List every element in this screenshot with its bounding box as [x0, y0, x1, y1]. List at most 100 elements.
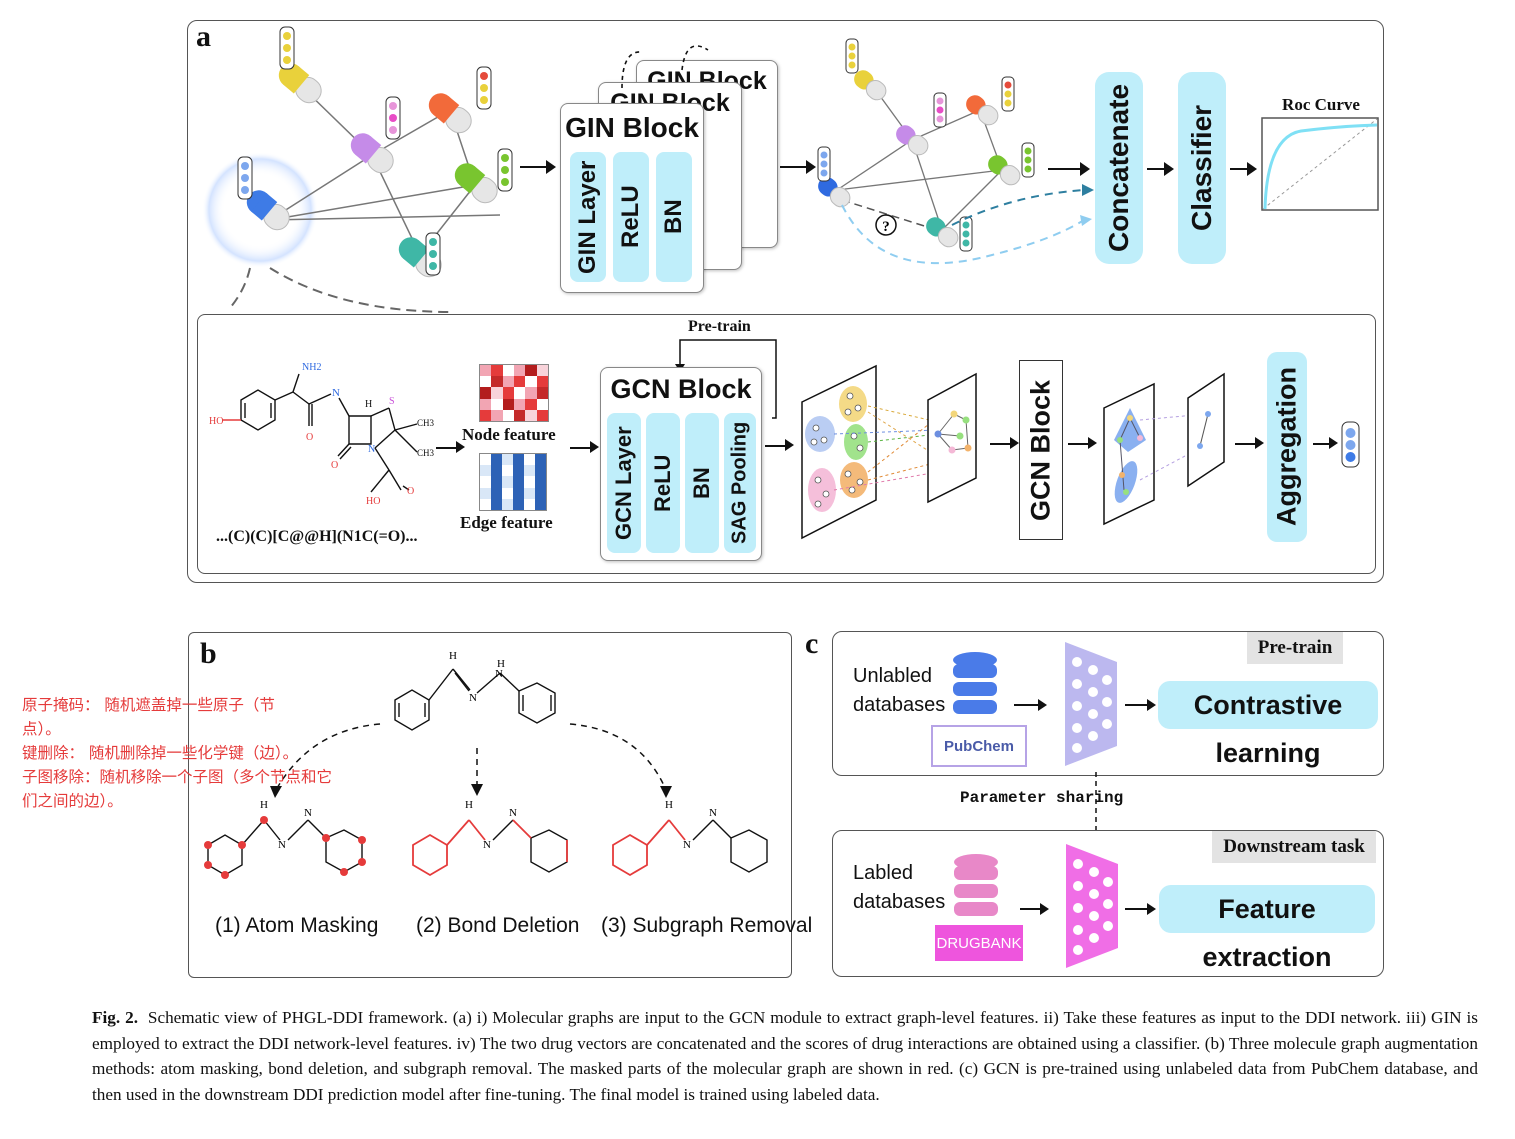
arrow-to-output — [1313, 443, 1331, 445]
gcn-block-title: GCN Block — [610, 374, 752, 404]
bond-deletion-molecule: H N N — [412, 799, 568, 877]
panel-b — [188, 632, 792, 978]
caption-text: Schematic view of PHGL-DDI framework. (a… — [92, 1008, 1478, 1104]
atom-n: N — [278, 839, 286, 851]
atom-masking-molecule: H N N — [204, 799, 366, 879]
gcn-bn-box: BN — [685, 413, 719, 553]
gin-relu-box: ReLU — [613, 152, 649, 282]
atom-h: H — [465, 799, 473, 811]
atom-n: N — [469, 692, 477, 704]
atom-n: N — [483, 839, 491, 851]
gcn-block: GCN Block GCN Layer ReLU BN SAG Pooling — [600, 367, 762, 561]
pooled-graph-illustration — [1103, 372, 1225, 526]
arrow-head — [590, 441, 599, 453]
pubchem-logo: PubChem — [931, 725, 1027, 767]
atom-h2: H — [497, 658, 505, 670]
atom-n2: N — [709, 807, 717, 819]
unlabeled-db-label: Unlabled databases — [853, 665, 946, 716]
ddi-network-graph — [202, 26, 513, 278]
database-icon-pink — [954, 854, 998, 916]
gin-layer-box: GIN Layer — [570, 152, 606, 282]
feature-vector-yellow — [279, 26, 295, 70]
pretrain-loop-label: Pre-train — [688, 318, 751, 335]
atom-ch3-b: CH3 — [417, 448, 435, 458]
feature-extraction-box: Feature extraction — [1159, 885, 1375, 972]
pretrain-tag: Pre-train — [1247, 632, 1343, 664]
atom-h: H — [260, 799, 268, 811]
sag-pooling-box: SAG Pooling — [724, 413, 756, 553]
arrow-head — [1147, 699, 1156, 711]
arrow-head — [1255, 437, 1264, 449]
arrow-to-gcn2 — [990, 443, 1012, 445]
arrow-to-gin — [520, 166, 550, 168]
feature-vector-orange — [476, 66, 492, 110]
atom-nh2: NH2 — [302, 362, 321, 373]
capsule-blue — [246, 190, 290, 231]
arrow-head — [1088, 437, 1097, 449]
arrow-head — [456, 441, 465, 453]
classifier-box: Classifier — [1178, 72, 1226, 264]
arrow-to-concatenate — [1048, 168, 1082, 170]
panel-c-label: c — [805, 627, 819, 660]
arrow-head — [1040, 903, 1049, 915]
roc-curve-plot — [1261, 117, 1379, 211]
output-feature-vector — [1341, 421, 1360, 468]
gcn-block-2: GCN Block — [1019, 360, 1063, 540]
atom-n2: N — [304, 807, 312, 819]
feature-vector-blue — [237, 156, 253, 200]
gin-loop-arrows — [621, 45, 709, 89]
capsule-orange — [428, 93, 472, 134]
capsule-green — [454, 163, 498, 204]
molecule-structure: HO NH2 N H S CH3 CH3 O N O HO O — [209, 362, 435, 507]
param-sharing-label: Parameter sharing — [960, 789, 1124, 807]
atom-o3: O — [407, 486, 414, 497]
note-atom-masking: 原子掩码： 随机遮盖掉一些原子（节点）。 — [22, 696, 275, 738]
arrow-from-gin — [780, 166, 808, 168]
gin-bn-box: BN — [656, 152, 692, 282]
arrow-to-contrastive — [1125, 704, 1149, 706]
arrow-to-feature-extraction — [1125, 908, 1149, 910]
graph-pooling-illustration — [801, 364, 977, 540]
arrow-to-pooling — [765, 445, 787, 447]
feature-vector-pink — [385, 96, 401, 140]
atom-h: H — [449, 650, 457, 662]
note-bond-deletion: 键删除： 随机删除掉一些化学键（边）。 — [22, 744, 299, 762]
node-feature-label: Node feature — [462, 425, 556, 444]
arrow-to-aggregation — [1235, 443, 1257, 445]
labeled-db-label: Labled databases — [853, 862, 946, 913]
arrow-db2-to-encoder — [1020, 908, 1042, 910]
concatenate-box: Concatenate — [1095, 72, 1143, 264]
edge-feature-grid — [479, 453, 547, 511]
feature-vector-teal — [425, 232, 441, 276]
panel-a-label: a — [196, 20, 211, 53]
atom-h: H — [365, 399, 372, 410]
atom-n2: N — [495, 668, 503, 680]
atom-h: H — [665, 799, 673, 811]
atom-n: N — [683, 839, 691, 851]
step-atom-masking: (1) Atom Masking — [215, 914, 379, 937]
gin-block-title: GIN Block — [565, 112, 699, 143]
arrow-to-features — [436, 447, 458, 449]
arrow-head — [806, 160, 816, 174]
panel-b-label: b — [200, 637, 217, 670]
encoder-icon-downstream — [1066, 844, 1118, 968]
feature-vector-green — [497, 148, 513, 192]
arrow-head — [1010, 437, 1019, 449]
atom-o2: O — [331, 460, 338, 471]
gcn-layer-box: GCN Layer — [607, 413, 641, 553]
arrow-to-classifier — [1147, 168, 1167, 170]
arrow-head — [1329, 437, 1338, 449]
ddi-network-updated: ? — [817, 38, 1094, 265]
atom-ho2: HO — [366, 496, 380, 507]
original-molecule: H N H N — [394, 650, 556, 731]
encoder-icon-pretrain — [1065, 642, 1117, 766]
contrastive-learning-box: Contrastive learning — [1158, 681, 1378, 768]
arrow-head — [1164, 162, 1174, 176]
atom-n2: N — [368, 444, 375, 455]
edge-feature-label: Edge feature — [460, 513, 553, 532]
atom-ho: HO — [209, 416, 223, 427]
capsule-purple — [350, 133, 394, 174]
gin-block: GIN Block GIN Layer ReLU BN — [560, 103, 704, 293]
drugbank-logo: DRUGBANK — [935, 925, 1023, 961]
downstream-tag: Downstream task — [1212, 831, 1376, 863]
